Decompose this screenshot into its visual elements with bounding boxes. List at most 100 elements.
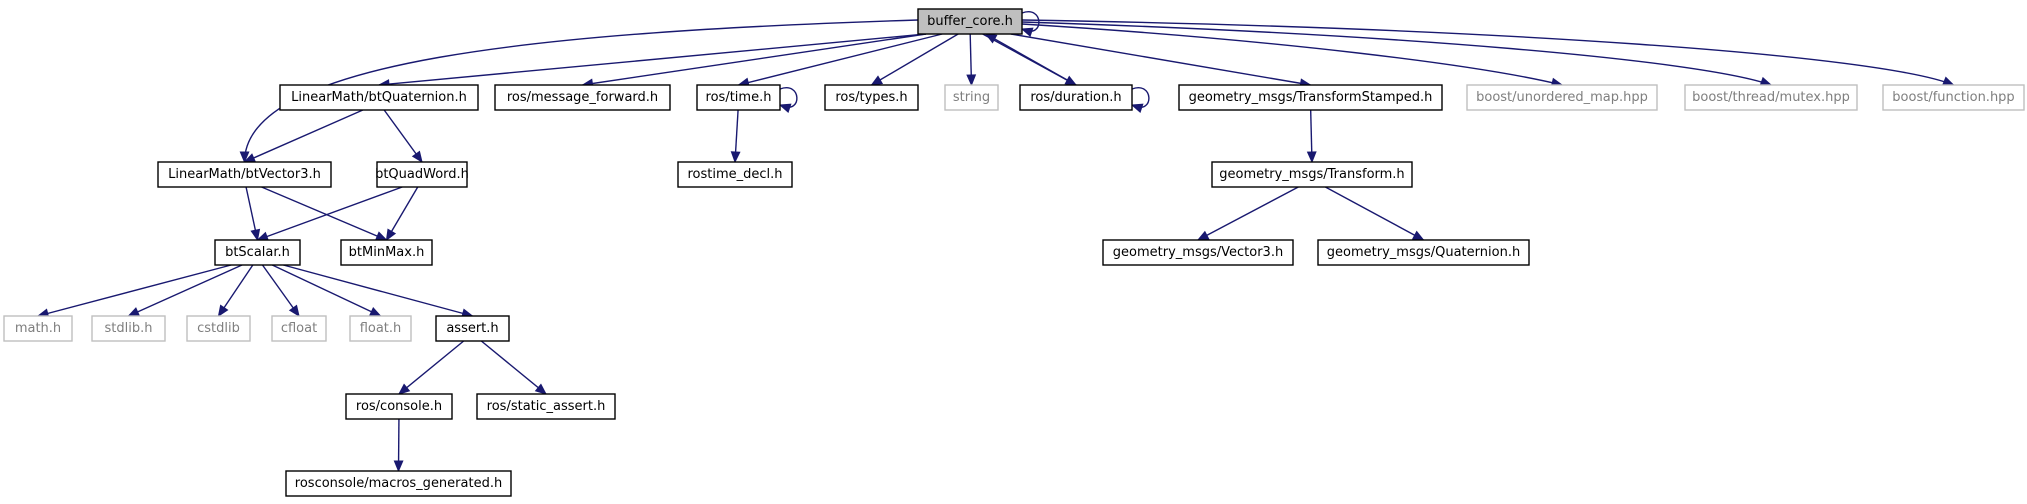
- node-label: btMinMax.h: [349, 245, 425, 260]
- node-mutex[interactable]: boost/thread/mutex.hpp: [1684, 84, 1858, 111]
- node-ros_duration[interactable]: ros/duration.h: [1019, 84, 1133, 111]
- node-label: stdlib.h: [105, 321, 153, 336]
- node-label: boost/thread/mutex.hpp: [1692, 90, 1850, 105]
- arrowhead: [374, 231, 388, 241]
- node-box: [1102, 239, 1294, 266]
- node-box: [1019, 84, 1133, 111]
- node-macros_generated[interactable]: rosconsole/macros_generated.h: [285, 470, 512, 497]
- arrowhead: [398, 383, 411, 395]
- node-stdlib[interactable]: stdlib.h: [91, 315, 166, 342]
- node-label: cfloat: [281, 321, 317, 336]
- node-btMinMax[interactable]: btMinMax.h: [340, 239, 433, 266]
- edge-Transform-to-gm_Vector3: [1196, 186, 1299, 241]
- node-ros_console[interactable]: ros/console.h: [345, 393, 453, 420]
- node-message_forward[interactable]: ros/message_forward.h: [494, 84, 671, 111]
- node-label: ros/console.h: [356, 399, 442, 414]
- node-gm_Quaternion[interactable]: geometry_msgs/Quaternion.h: [1317, 239, 1530, 266]
- node-box: [214, 239, 301, 266]
- node-box: [279, 84, 479, 111]
- node-box: [376, 161, 468, 188]
- node-assert[interactable]: assert.h: [435, 315, 510, 342]
- arrowhead: [778, 103, 792, 114]
- edge-buffer_core-to-function: [1021, 19, 1955, 86]
- node-string[interactable]: string: [944, 84, 999, 111]
- node-buffer_core[interactable]: buffer_core.h: [917, 8, 1023, 35]
- node-box: [285, 470, 512, 497]
- node-cfloat[interactable]: cfloat: [271, 315, 327, 342]
- node-label: LinearMath/btVector3.h: [168, 167, 321, 182]
- node-box: [1882, 84, 2025, 111]
- node-box: [1211, 161, 1413, 188]
- arrowhead: [1411, 230, 1425, 241]
- node-box: [476, 393, 616, 420]
- node-label: rosconsole/macros_generated.h: [295, 476, 502, 491]
- edge-buffer_core-to-buffer_core: [1020, 11, 1040, 38]
- node-label: cstdlib: [197, 321, 240, 336]
- node-label: math.h: [15, 321, 61, 336]
- edge-btQuaternion-to-btQuadWord: [383, 109, 423, 164]
- node-ros_time[interactable]: ros/time.h: [696, 84, 781, 111]
- edge-assert-to-static_assert: [480, 340, 547, 395]
- edge-buffer_core-to-ros_types: [870, 33, 959, 86]
- node-label: string: [953, 90, 990, 105]
- node-label: geometry_msgs/Vector3.h: [1113, 245, 1283, 260]
- node-box: [1684, 84, 1858, 111]
- edge-TransformStamped-to-Transform: [1306, 109, 1317, 164]
- node-static_assert[interactable]: ros/static_assert.h: [476, 393, 616, 420]
- node-label: boost/function.hpp: [1892, 90, 2014, 105]
- node-Transform[interactable]: geometry_msgs/Transform.h: [1211, 161, 1413, 188]
- node-box: [186, 315, 251, 342]
- node-label: btScalar.h: [225, 245, 290, 260]
- arrowhead: [966, 74, 977, 87]
- arrowhead: [368, 307, 382, 317]
- node-math[interactable]: math.h: [3, 315, 73, 342]
- node-label: boost/unordered_map.hpp: [1476, 90, 1648, 105]
- edge-ros_time-to-ros_time: [778, 87, 798, 114]
- edge-buffer_core-to-btVector3: [239, 19, 919, 164]
- arrowhead: [217, 304, 229, 318]
- edge-btScalar-to-cfloat: [261, 264, 300, 318]
- node-label: ros/static_assert.h: [487, 399, 606, 414]
- edge-btScalar-to-cstdlib: [217, 264, 254, 318]
- edge-btQuadWord-to-btMinMax: [385, 186, 419, 242]
- node-gm_Vector3[interactable]: geometry_msgs/Vector3.h: [1102, 239, 1294, 266]
- node-cstdlib[interactable]: cstdlib: [186, 315, 251, 342]
- node-label: ros/types.h: [835, 90, 907, 105]
- node-unordered_map[interactable]: boost/unordered_map.hpp: [1466, 84, 1658, 111]
- edge-buffer_core-to-string: [966, 33, 977, 87]
- node-box: [435, 315, 510, 342]
- node-btScalar[interactable]: btScalar.h: [214, 239, 301, 266]
- edge-buffer_core-to-TransformStamped: [1010, 33, 1312, 89]
- node-float[interactable]: float.h: [349, 315, 412, 342]
- node-box: [345, 393, 453, 420]
- node-box: [157, 161, 332, 188]
- edge-btQuaternion-to-btVector3: [243, 109, 364, 163]
- node-label: ros/time.h: [706, 90, 772, 105]
- arrowhead: [870, 75, 884, 86]
- node-TransformStamped[interactable]: geometry_msgs/TransformStamped.h: [1178, 84, 1443, 111]
- node-label: ros/duration.h: [1030, 90, 1121, 105]
- node-label: assert.h: [446, 321, 498, 336]
- node-btQuadWord[interactable]: btQuadWord.h: [375, 161, 469, 188]
- node-btVector3[interactable]: LinearMath/btVector3.h: [157, 161, 332, 188]
- edge-ros_console-to-macros_generated: [393, 418, 404, 473]
- arrowhead: [1941, 76, 1955, 86]
- arrowhead: [1196, 230, 1210, 241]
- node-box: [91, 315, 166, 342]
- node-box: [696, 84, 781, 111]
- node-box: [1466, 84, 1658, 111]
- node-box: [824, 84, 919, 111]
- node-btQuaternion[interactable]: LinearMath/btQuaternion.h: [279, 84, 479, 111]
- node-label: geometry_msgs/Transform.h: [1219, 167, 1404, 182]
- node-function[interactable]: boost/function.hpp: [1882, 84, 2025, 111]
- node-ros_types[interactable]: ros/types.h: [824, 84, 919, 111]
- node-label: btQuadWord.h: [375, 167, 469, 182]
- node-box: [349, 315, 412, 342]
- arrowhead: [393, 460, 404, 473]
- node-rostime_decl[interactable]: rostime_decl.h: [677, 161, 793, 188]
- node-box: [340, 239, 433, 266]
- arrowhead: [534, 383, 547, 395]
- edge-btScalar-to-assert: [283, 264, 474, 319]
